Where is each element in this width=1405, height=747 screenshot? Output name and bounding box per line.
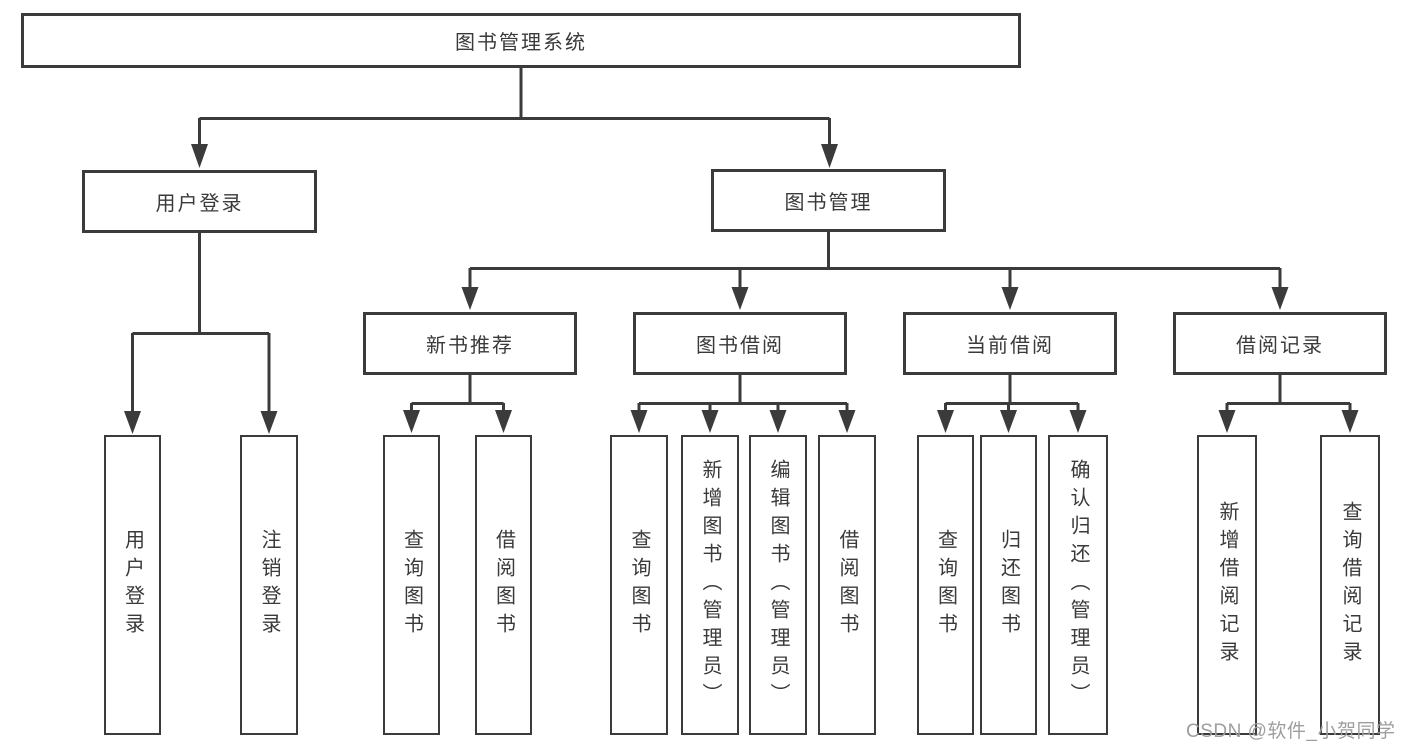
leaf-logout: 注销登录 bbox=[240, 435, 298, 735]
arrowhead bbox=[821, 144, 838, 168]
node-book-management-label: 图书管理 bbox=[784, 192, 873, 214]
leaf-logout-label: 注销登录 bbox=[258, 529, 280, 641]
edge-borrow-records-to-leaves bbox=[1218, 375, 1359, 433]
edge-book-borrow-to-leaves bbox=[630, 375, 856, 433]
node-book-management: 图书管理 bbox=[711, 169, 946, 232]
arrowhead bbox=[403, 410, 420, 433]
leaf-user-login-label: 用户登录 bbox=[121, 529, 144, 641]
arrowhead bbox=[461, 287, 479, 310]
node-book-borrow-label: 图书借阅 bbox=[696, 335, 784, 357]
leaf-borrow-query-books-label: 查询图书 bbox=[628, 529, 650, 641]
leaf-add-borrow-record-label: 新增借阅记录 bbox=[1216, 501, 1238, 669]
node-current-borrow: 当前借阅 bbox=[903, 312, 1117, 375]
edge-new-book-rec-to-leaves bbox=[403, 375, 512, 433]
leaf-return-book-label: 归还图书 bbox=[997, 529, 1020, 641]
leaf-borrow-query-books: 查询图书 bbox=[610, 435, 668, 735]
leaf-query-borrow-record: 查询借阅记录 bbox=[1320, 435, 1380, 735]
leaf-borrow-borrow-books: 借阅图书 bbox=[818, 435, 876, 735]
leaf-borrow-borrow-books-label: 借阅图书 bbox=[836, 529, 858, 641]
leaf-add-borrow-record: 新增借阅记录 bbox=[1197, 435, 1257, 735]
csdn-watermark: CSDN @软件_小贺同学 bbox=[1186, 721, 1396, 742]
arrowhead bbox=[630, 410, 648, 433]
arrowhead bbox=[1218, 410, 1236, 433]
leaf-recommend-borrow-books: 借阅图书 bbox=[475, 435, 532, 735]
edge-book-mgmt-to-level3 bbox=[461, 232, 1289, 310]
node-current-borrow-label: 当前借阅 bbox=[966, 335, 1054, 357]
leaf-edit-book-admin-label: 编辑图书（管理员） bbox=[767, 459, 789, 711]
leaf-return-book: 归还图书 bbox=[980, 435, 1037, 735]
leaf-query-borrow-record-label: 查询借阅记录 bbox=[1339, 501, 1361, 669]
arrowhead bbox=[838, 410, 856, 433]
leaf-edit-book-admin: 编辑图书（管理员） bbox=[749, 435, 807, 735]
leaf-current-query-books-label: 查询图书 bbox=[934, 529, 957, 641]
leaf-confirm-return-admin: 确认归还（管理员） bbox=[1048, 435, 1108, 735]
arrowhead bbox=[1271, 287, 1289, 310]
leaf-user-login: 用户登录 bbox=[104, 435, 161, 735]
edge-root-to-level2 bbox=[191, 68, 838, 168]
arrowhead bbox=[731, 287, 749, 310]
leaf-add-book-admin: 新增图书（管理员） bbox=[681, 435, 739, 735]
leaf-confirm-return-admin-label: 确认归还（管理员） bbox=[1067, 459, 1089, 711]
node-library-system: 图书管理系统 bbox=[21, 13, 1021, 68]
node-user-login: 用户登录 bbox=[82, 170, 317, 233]
arrowhead bbox=[769, 410, 787, 433]
arrowhead bbox=[1069, 410, 1087, 433]
arrowhead bbox=[701, 410, 719, 433]
leaf-recommend-query-books-label: 查询图书 bbox=[400, 529, 423, 641]
edge-user-login-to-leaves bbox=[124, 233, 278, 434]
arrowhead bbox=[1001, 287, 1019, 310]
arrowhead bbox=[937, 410, 954, 433]
node-user-login-label: 用户登录 bbox=[155, 193, 244, 215]
edge-current-borrow-to-leaves bbox=[937, 375, 1087, 433]
node-library-system-label: 图书管理系统 bbox=[455, 32, 587, 54]
node-borrow-records-label: 借阅记录 bbox=[1236, 335, 1324, 357]
leaf-recommend-borrow-books-label: 借阅图书 bbox=[492, 529, 515, 641]
leaf-add-book-admin-label: 新增图书（管理员） bbox=[699, 459, 721, 711]
arrowhead bbox=[191, 144, 208, 168]
arrowhead bbox=[495, 410, 512, 433]
arrowhead bbox=[1000, 410, 1017, 433]
leaf-current-query-books: 查询图书 bbox=[917, 435, 974, 735]
node-new-book-recommend-label: 新书推荐 bbox=[426, 335, 514, 357]
node-new-book-recommend: 新书推荐 bbox=[363, 312, 577, 375]
leaf-recommend-query-books: 查询图书 bbox=[383, 435, 440, 735]
node-borrow-records: 借阅记录 bbox=[1173, 312, 1387, 375]
arrowhead bbox=[124, 411, 141, 434]
arrowhead bbox=[1341, 410, 1359, 433]
node-book-borrow: 图书借阅 bbox=[633, 312, 847, 375]
arrowhead bbox=[260, 411, 278, 434]
